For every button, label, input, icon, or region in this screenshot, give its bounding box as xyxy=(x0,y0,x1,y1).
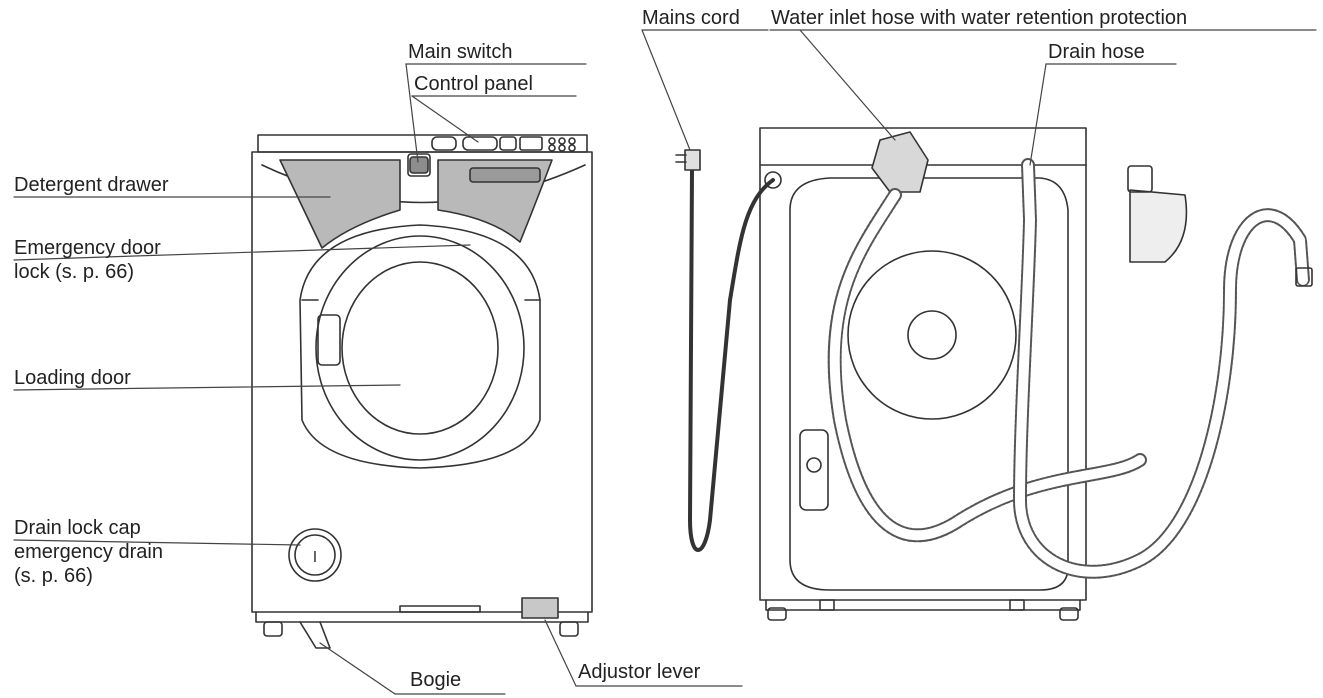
label-emergency-door-lock-line-1: Emergency door xyxy=(14,237,161,259)
label-main-switch: Main switch xyxy=(408,41,513,63)
label-emergency-door-lock-line-2: lock (s. p. 66) xyxy=(14,261,135,283)
label-detergent-drawer: Detergent drawer xyxy=(14,174,169,196)
front-feet xyxy=(263,605,579,649)
control-panel-buttons xyxy=(431,136,576,152)
adjustor-lever xyxy=(521,597,559,619)
rear-cabinet xyxy=(759,127,1087,601)
drain-cap-glyph: I xyxy=(313,549,317,566)
label-bogie: Bogie xyxy=(410,669,462,691)
label-drain-lock-cap-line-1: Drain lock cap xyxy=(14,517,141,539)
front-cabinet xyxy=(251,151,593,613)
water-stop-box xyxy=(1129,189,1188,263)
water-inlet-hose xyxy=(827,188,1147,543)
rear-view xyxy=(675,127,1313,621)
label-loading-door: Loading door xyxy=(14,367,131,389)
label-drain-lock-cap-line-2: emergency drain xyxy=(14,541,163,563)
label-drain-lock-cap-line-3: (s. p. 66) xyxy=(14,565,93,587)
label-emergency-door-lock: Emergency door lock (s. p. 66) xyxy=(14,236,161,284)
label-adjustor-lever: Adjustor lever xyxy=(578,661,701,683)
loading-door xyxy=(299,224,541,469)
mains-cord xyxy=(688,168,775,552)
label-drain-hose: Drain hose xyxy=(1048,41,1145,63)
label-water-inlet-hose: Water inlet hose with water retention pr… xyxy=(771,7,1188,29)
inlet-valve xyxy=(871,131,929,193)
drum-back xyxy=(847,250,1017,420)
leader-lines xyxy=(13,29,1317,695)
label-drain-lock-cap: Drain lock cap emergency drain (s. p. 66… xyxy=(14,516,163,588)
drain-lock-cap xyxy=(288,528,342,582)
front-view xyxy=(251,134,593,649)
detergent-drawer-left xyxy=(279,159,401,249)
main-switch xyxy=(409,156,429,174)
label-control-panel: Control panel xyxy=(414,73,533,95)
label-mains-cord: Mains cord xyxy=(642,7,740,29)
